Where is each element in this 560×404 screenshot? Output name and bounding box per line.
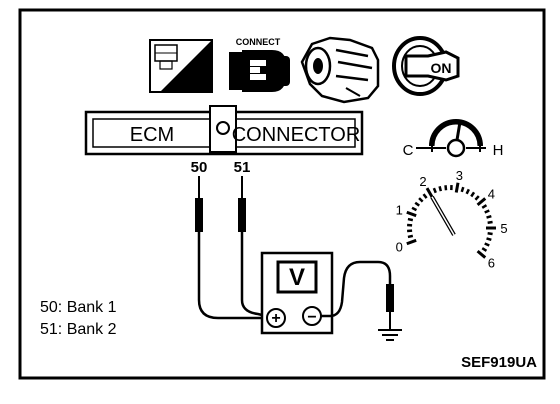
tacho-minor-tick	[470, 191, 476, 198]
tacho-label-3: 3	[456, 168, 463, 183]
voltmeter: V + −	[260, 251, 334, 335]
tacho-minor-tick	[474, 195, 480, 201]
tacho-minor-tick	[418, 197, 424, 203]
tacho-minor-tick	[414, 201, 420, 207]
tacho-minor-tick	[487, 220, 493, 224]
tacho-label-6: 6	[488, 256, 495, 271]
tacho-minor-tick	[487, 232, 493, 236]
tacho-minor-tick	[444, 185, 448, 191]
hs-label: H.S.	[172, 77, 195, 91]
tacho-minor-tick	[460, 186, 465, 193]
ground-symbol	[378, 329, 402, 341]
tacho-minor-tick	[484, 209, 490, 214]
tacho-label-1: 1	[396, 203, 403, 218]
tacho-minor-tick	[465, 188, 470, 195]
tacho-minor-tick	[432, 187, 437, 194]
tacho-minor-tick	[411, 206, 418, 212]
temperature-gauge-icon: C H	[403, 119, 504, 159]
tacho-label-5: 5	[500, 221, 507, 236]
tacho-minor-tick	[438, 185, 443, 192]
ground-lead	[321, 260, 394, 330]
legend-bank-2: 51: Bank 2	[40, 321, 117, 338]
diagram-frame	[18, 8, 546, 380]
tacho-label-4: 4	[488, 186, 495, 201]
tacho-minor-tick	[407, 217, 414, 222]
tacho-major-tick	[425, 187, 434, 198]
tacho-minor-tick	[486, 237, 492, 242]
tacho-major-tick	[476, 249, 487, 259]
connector-label: CONNECTOR	[232, 124, 361, 146]
tacho-major-tick	[476, 197, 487, 207]
connect-icon: CONNECT	[229, 37, 290, 92]
figure-code: SEF919UA	[461, 354, 537, 371]
connect-label: CONNECT	[236, 37, 281, 47]
tacho-minor-tick	[407, 234, 414, 239]
pin-50-label: 50	[191, 159, 208, 176]
engine-icon	[300, 36, 380, 104]
tacho-minor-tick	[484, 242, 490, 247]
tacho-major-tick	[406, 238, 417, 246]
tacho-major-tick	[406, 210, 417, 218]
tacho-label-0: 0	[396, 239, 403, 254]
ecm-label: ECM	[130, 124, 174, 146]
voltmeter-unit: V	[289, 264, 305, 291]
tacho-needle-highlight	[431, 196, 455, 236]
hood-service-icon: H.S.	[149, 39, 213, 93]
tacho-minor-tick	[481, 247, 488, 252]
tacho-label-2: 2	[419, 174, 426, 189]
probe-lead-50	[195, 176, 264, 320]
tacho-major-tick	[454, 182, 460, 193]
key-on-label: ON	[431, 60, 452, 76]
minus-symbol: −	[307, 309, 316, 326]
pin-51-label: 51	[234, 159, 251, 176]
tacho-minor-tick	[486, 214, 492, 219]
probe-lead-51	[238, 176, 267, 318]
ecm-connector: ECM CONNECTOR	[84, 105, 364, 156]
tacho-minor-tick	[481, 204, 488, 209]
tachometer-icon: 0 1 2 3 4 5 6	[396, 168, 508, 271]
temp-hot-label: H	[493, 142, 504, 159]
tacho-minor-tick	[422, 193, 428, 199]
ignition-key-icon: ON	[392, 36, 460, 96]
plus-symbol: +	[271, 310, 280, 327]
plus-terminal	[266, 308, 286, 328]
legend-bank-1: 50: Bank 1	[40, 299, 117, 316]
temp-cold-label: C	[403, 142, 414, 159]
